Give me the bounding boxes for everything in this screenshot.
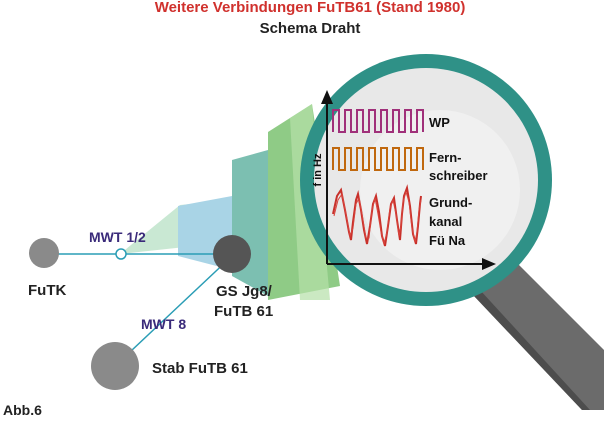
node-stab-label: Stab FuTB 61: [152, 360, 248, 377]
inset-y-axis-label: f in Hz: [312, 153, 324, 186]
diagram-title: Weitere Verbindungen FuTB61 (Stand 1980): [155, 0, 466, 16]
node-gs-jg8: [213, 235, 251, 273]
link-mwt12-junction: [115, 248, 127, 260]
link-mwt8-line: [114, 255, 233, 367]
node-gs-label-line2: FuTB 61: [214, 303, 273, 320]
wp-signal: [332, 109, 424, 133]
wp-signal-label: WP: [429, 115, 450, 130]
figure-label: Abb.6: [3, 402, 42, 418]
inset-x-axis-arrow: [482, 258, 496, 270]
node-gs-label-line1: GS Jg8/: [216, 283, 273, 300]
fernschreiber-label-line2: schreiber: [429, 168, 488, 183]
grundkanal-label-line3: Fü Na: [429, 233, 466, 248]
diagram-subtitle: Schema Draht: [260, 20, 361, 37]
inset-plot: f in Hz WP Fern- schreiber Grund- kanal …: [312, 90, 496, 270]
fernschreiber-signal: [332, 147, 424, 171]
node-stab-futb61: [91, 342, 139, 390]
grundkanal-label-line1: Grund-: [429, 195, 472, 210]
grundkanal-label-line2: kanal: [429, 214, 462, 229]
inset-y-axis-arrow: [321, 90, 333, 104]
node-futk-label: FuTK: [28, 282, 66, 299]
fernschreiber-label-line1: Fern-: [429, 150, 462, 165]
grundkanal-signal-noise: [333, 190, 422, 245]
magnifier-handle: [474, 258, 604, 410]
link-mwt8-label: MWT 8: [141, 316, 186, 332]
link-mwt12-label: MWT 1/2: [89, 229, 146, 245]
magnifier-lens: [300, 54, 552, 306]
node-futk: [29, 238, 59, 268]
